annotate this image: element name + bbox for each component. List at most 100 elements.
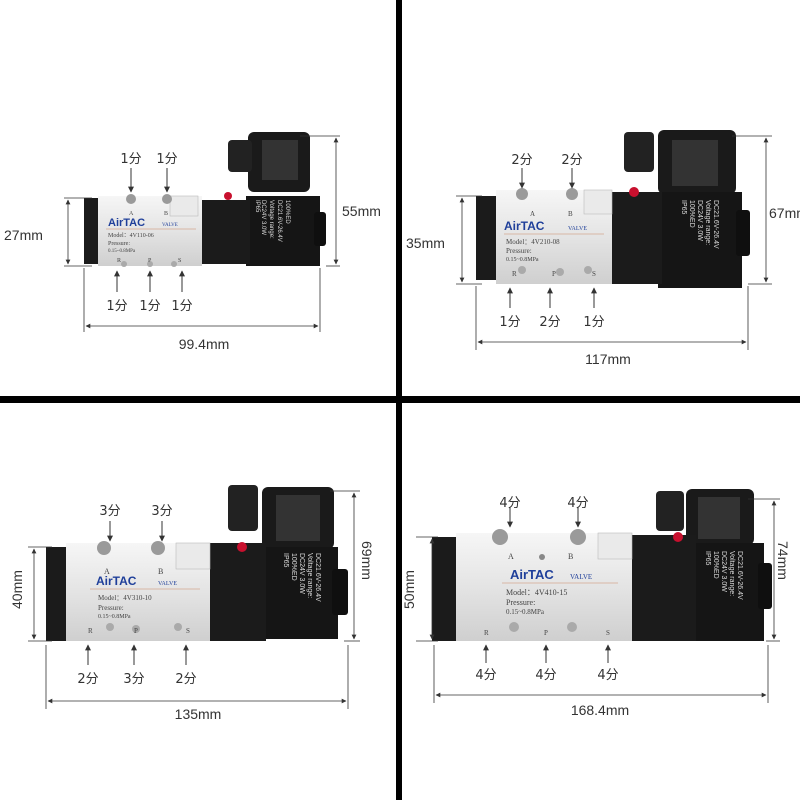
svg-text:IP65: IP65 (254, 200, 260, 213)
panel-4v310: DC24V 3.0W Voltage range: DC21.6V-26.4V … (0, 403, 396, 800)
port-s-size: 1分 (171, 299, 192, 314)
coil-line5: IP65 (254, 200, 260, 213)
port-s-label: S (606, 629, 610, 637)
height-dimension: 27mm (4, 227, 43, 243)
coil-line1: DC24V 3.0W (260, 200, 266, 235)
coil-line5: IP65 (680, 200, 687, 215)
connector-housing (228, 485, 334, 549)
svg-text:100%ED: 100%ED (284, 200, 290, 224)
panel-4v410: DC24V 3.0W Voltage range: DC21.6V-26.4V … (402, 403, 800, 800)
svg-text:DC24V 3.0W: DC24V 3.0W (260, 200, 266, 235)
port-b-size: 2分 (561, 153, 582, 168)
height-dimension: 50mm (402, 570, 417, 609)
coil-line4: 100%ED (712, 551, 719, 579)
indicator-light (237, 542, 247, 552)
svg-text:Voltage range:: Voltage range: (306, 553, 313, 598)
model-number: Model：4V110-06 (108, 233, 154, 239)
port-r-size: 4分 (475, 668, 496, 683)
svg-text:DC24V 3.0W: DC24V 3.0W (298, 553, 305, 594)
port-a-label: A (508, 552, 514, 561)
length-dimension: 117mm (585, 351, 631, 367)
solenoid-coil (692, 543, 772, 641)
coil-line1: DC24V 3.0W (720, 551, 727, 592)
svg-text:IP65: IP65 (704, 551, 711, 566)
port-p-size: 4分 (535, 668, 556, 683)
coil-line3: DC21.6V-26.4V (736, 551, 743, 600)
valve-diagram-4v210: DC24V 3.0W Voltage range: DC21.6V-26.4V … (406, 130, 800, 367)
right-end-cap (198, 200, 250, 264)
pressure-value: 0.15~0.8MPa (98, 614, 131, 620)
port-a-size: 3分 (99, 504, 120, 519)
svg-text:Voltage range:: Voltage range: (704, 200, 711, 245)
port-p-label: P (134, 627, 138, 635)
port-p-size: 2分 (539, 315, 560, 330)
port-r-label: R (512, 270, 517, 278)
panel-4v110: DC24V 3.0W Voltage range: DC21.6V-26.4V … (0, 0, 396, 396)
brand-logo: AirTAC (504, 219, 545, 233)
horizontal-divider (0, 396, 800, 403)
coil-line4: 100%ED (284, 200, 290, 224)
port-r-label: R (484, 629, 489, 637)
brand-suffix: VALVE (570, 573, 592, 581)
port-b-label: B (568, 210, 573, 218)
port-s-size: 2分 (175, 672, 196, 687)
body-step (175, 542, 211, 570)
port-p-label: P (544, 629, 548, 637)
right-end-cap (608, 192, 662, 284)
total-height-dimension: 67mm (769, 205, 800, 221)
indicator-light (224, 192, 232, 200)
right-end-cap (628, 535, 696, 641)
port-p-label: P (148, 258, 152, 264)
indicator-light (673, 532, 683, 542)
svg-text:DC24V 3.0W: DC24V 3.0W (720, 551, 727, 592)
panel-4v210: DC24V 3.0W Voltage range: DC21.6V-26.4V … (402, 0, 800, 396)
port-r-size: 1分 (106, 299, 127, 314)
connector-housing (656, 489, 754, 545)
svg-text:100%ED: 100%ED (712, 551, 719, 579)
body-step (169, 195, 199, 217)
pressure-label: Pressure: (506, 598, 535, 607)
svg-text:100%ED: 100%ED (688, 200, 695, 228)
model-number: Model：4V310-10 (98, 594, 152, 602)
port-a-label: A (530, 210, 535, 218)
solenoid-coil (246, 196, 326, 266)
valve-diagram-4v110: DC24V 3.0W Voltage range: DC21.6V-26.4V … (4, 132, 381, 352)
port-r-size: 2分 (77, 672, 98, 687)
coil-line2: Voltage range: (306, 553, 313, 598)
port-p-label: P (552, 270, 556, 278)
coil-line3: DC21.6V-26.4V (276, 200, 282, 242)
height-dimension: 40mm (9, 570, 25, 609)
svg-text:IP65: IP65 (680, 200, 687, 215)
left-end-cap (432, 537, 460, 641)
right-end-cap (206, 543, 266, 641)
port-b-label: B (164, 211, 168, 217)
port-b-label: B (158, 567, 163, 576)
coil-line4: 100%ED (688, 200, 695, 228)
pressure-value: 0.15~0.8MPa (108, 249, 136, 254)
port-a-label: A (129, 211, 134, 217)
coil-line4: 100%ED (290, 553, 297, 581)
valve-diagram-4v310: DC24V 3.0W Voltage range: DC21.6V-26.4V … (9, 485, 375, 722)
svg-text:Voltage range:: Voltage range: (268, 200, 274, 239)
port-s-size: 4分 (597, 668, 618, 683)
total-height-dimension: 55mm (342, 203, 381, 219)
port-r-size: 1分 (499, 315, 520, 330)
connector-housing (228, 132, 310, 192)
brand-logo: AirTAC (108, 217, 145, 229)
valve-diagram-4v410: DC24V 3.0W Voltage range: DC21.6V-26.4V … (402, 489, 791, 718)
brand-suffix: VALVE (158, 581, 177, 587)
coil-line1: DC24V 3.0W (696, 200, 703, 241)
indicator-light (629, 187, 639, 197)
coil-line3: DC21.6V-26.4V (314, 553, 321, 602)
model-number: Model：4V210-08 (506, 238, 560, 246)
length-dimension: 168.4mm (571, 702, 629, 718)
pressure-label: Pressure: (108, 241, 130, 247)
port-a-size: 1分 (120, 152, 141, 167)
port-s-label: S (592, 270, 596, 278)
solenoid-coil (262, 547, 348, 639)
coil-line2: Voltage range: (268, 200, 274, 239)
coil-line2: Voltage range: (728, 551, 735, 596)
port-r-label: R (117, 258, 121, 264)
port-a-size: 4分 (499, 496, 520, 511)
pressure-value: 0.15~0.8MPa (506, 608, 545, 616)
